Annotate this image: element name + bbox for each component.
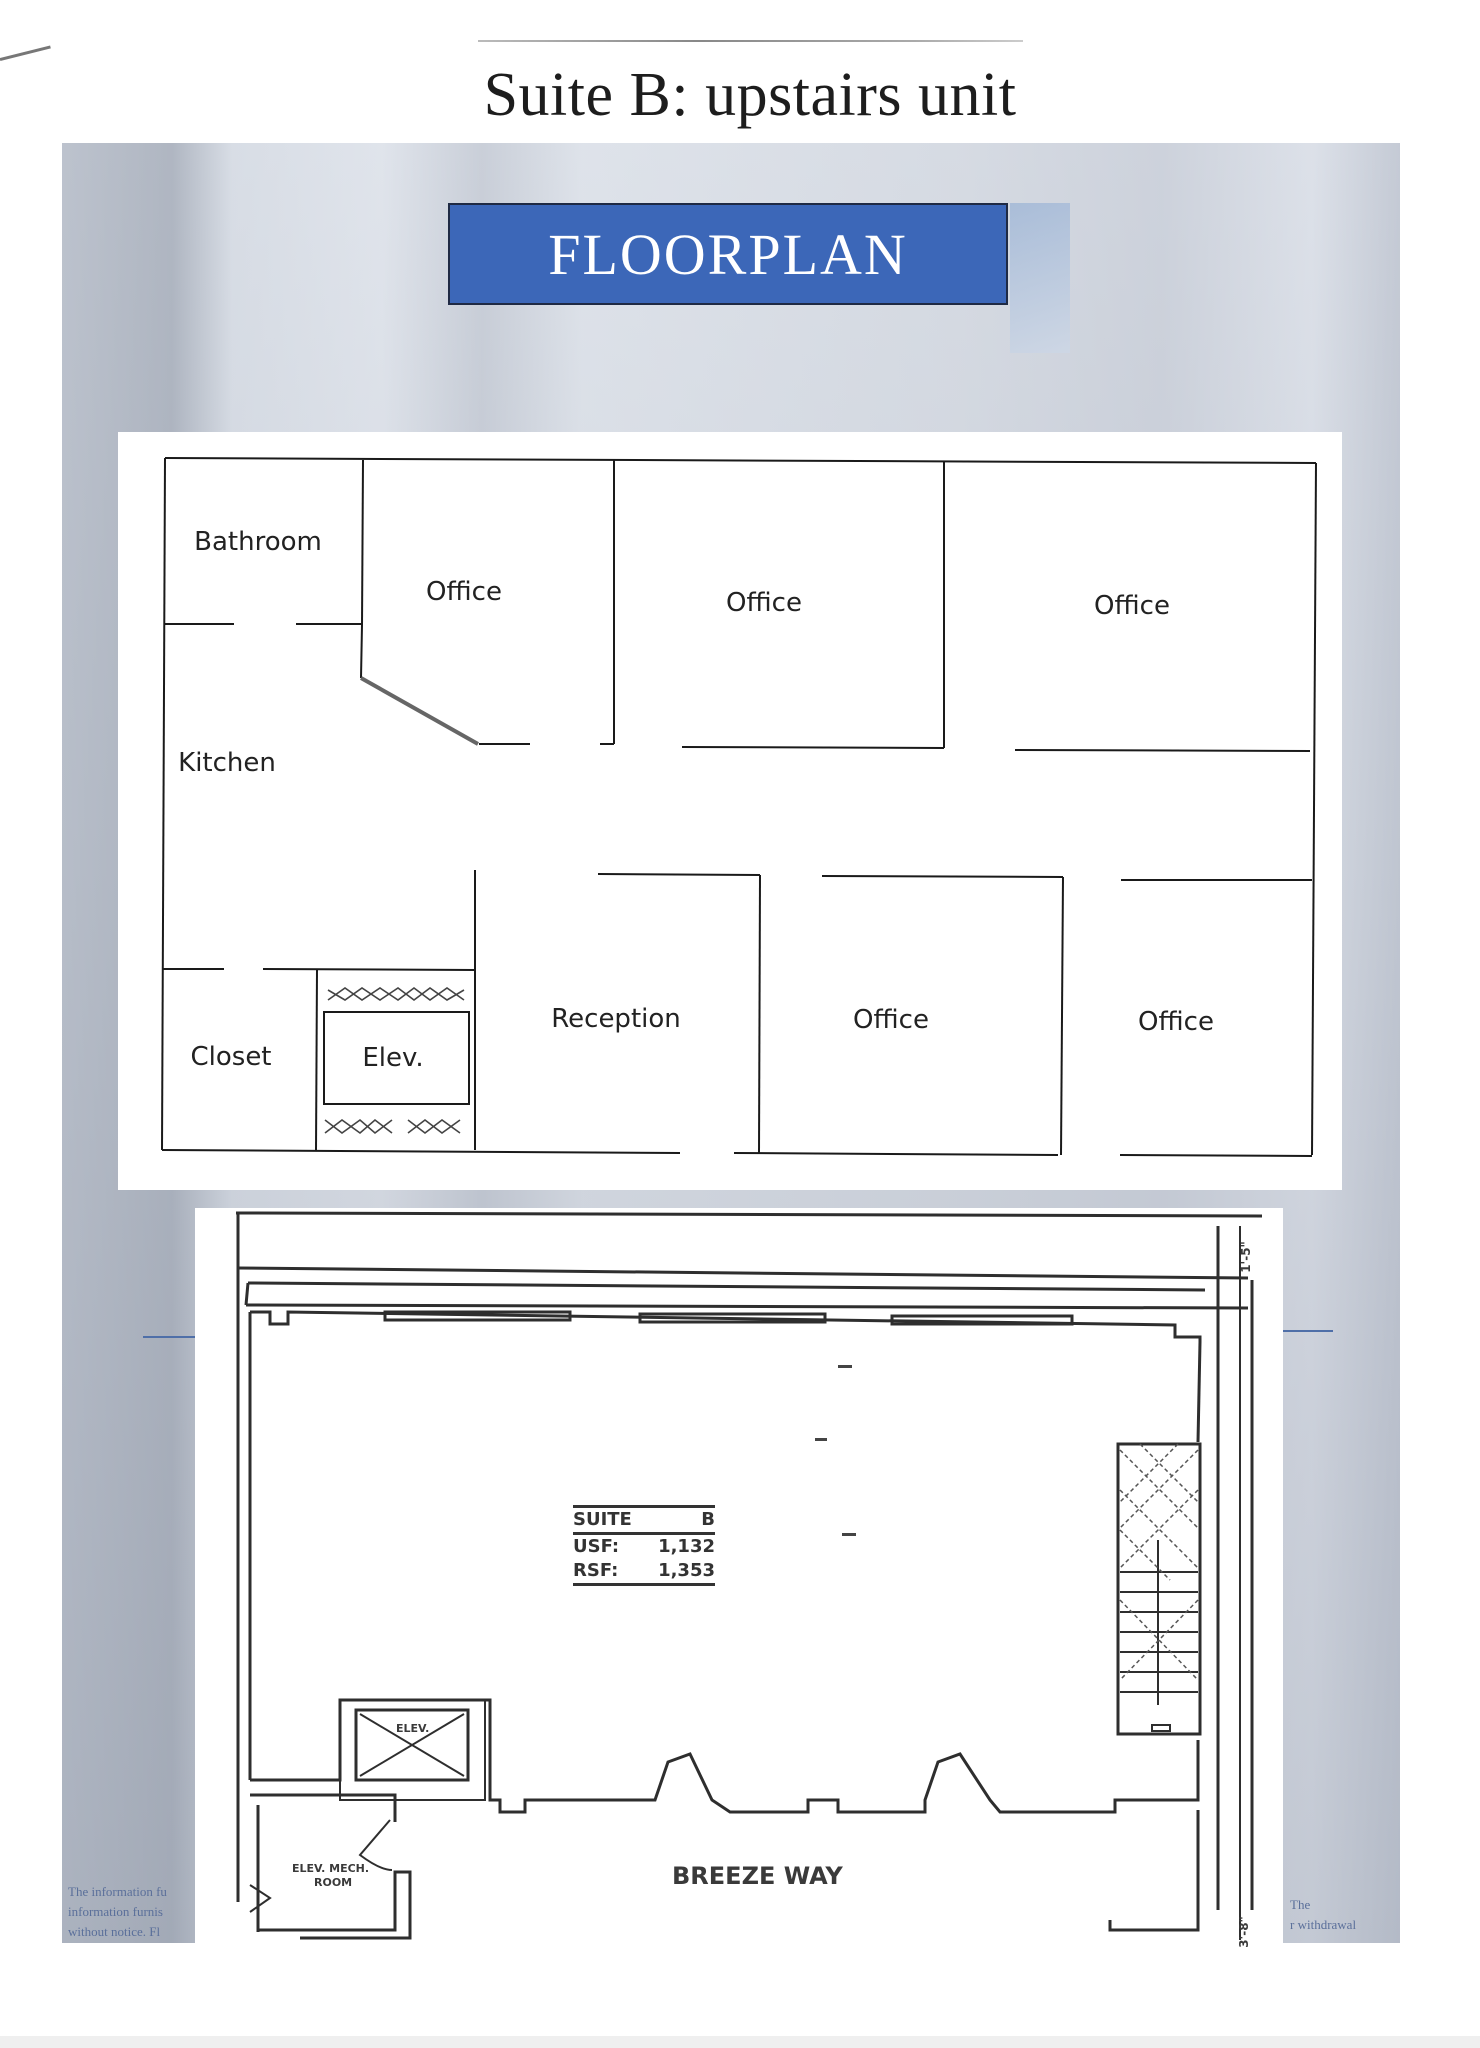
- floor-plan-walls: [161, 457, 1317, 1157]
- room-label-office: Office: [1138, 1007, 1214, 1037]
- usf-label: USF:: [573, 1536, 620, 1557]
- floorplan-banner: FLOORPLAN: [448, 203, 1008, 305]
- architectural-blueprint: [195, 1208, 1283, 1943]
- usf-value: 1,132: [658, 1536, 715, 1557]
- suite-row: SUITE B: [573, 1505, 715, 1535]
- dimension-bottom-right: 3'-8": [1236, 1916, 1251, 1948]
- top-rule: [478, 40, 1023, 42]
- rsf-label: RSF:: [573, 1560, 619, 1581]
- simple-floor-plan: Bathroom Office Office Office Kitchen Cl…: [118, 432, 1342, 1190]
- rsf-row: RSF: 1,353: [573, 1559, 715, 1586]
- suite-id: B: [701, 1509, 715, 1530]
- mech-room-label-2: ROOM: [314, 1876, 353, 1889]
- blue-rule-right: [1283, 1330, 1333, 1332]
- page-title: Suite B: upstairs unit: [483, 61, 1017, 129]
- room-label-office: Office: [1094, 591, 1170, 621]
- background-photo-accent: [1010, 203, 1070, 353]
- floorplan-banner-text: FLOORPLAN: [548, 221, 908, 287]
- suite-label: SUITE: [573, 1509, 632, 1530]
- footnote-left: The information fu information furnis wi…: [68, 1884, 167, 1939]
- room-label-office: Office: [853, 1005, 929, 1035]
- room-label-reception: Reception: [551, 1004, 681, 1034]
- elevator-label: ELEV.: [396, 1722, 430, 1735]
- scan-bottom-edge: [0, 2036, 1480, 2048]
- room-label-bathroom: Bathroom: [194, 527, 322, 557]
- suite-area-table: SUITE B USF: 1,132 RSF: 1,353: [573, 1505, 715, 1586]
- room-label-office: Office: [426, 577, 502, 607]
- blue-rule-left: [143, 1336, 198, 1338]
- room-label-kitchen: Kitchen: [178, 748, 276, 778]
- room-label-closet: Closet: [190, 1042, 272, 1072]
- room-label-elevator: Elev.: [362, 1043, 424, 1073]
- room-label-office: Office: [726, 588, 802, 618]
- mech-room-label: ELEV. MECH.: [292, 1862, 370, 1875]
- breezeway-label: BREEZE WAY: [672, 1862, 843, 1890]
- footnote-right: The r withdrawal: [1290, 1897, 1357, 1932]
- dimension-top-right: 1'-5": [1238, 1241, 1253, 1273]
- rsf-value: 1,353: [658, 1560, 715, 1581]
- usf-row: USF: 1,132: [573, 1535, 715, 1559]
